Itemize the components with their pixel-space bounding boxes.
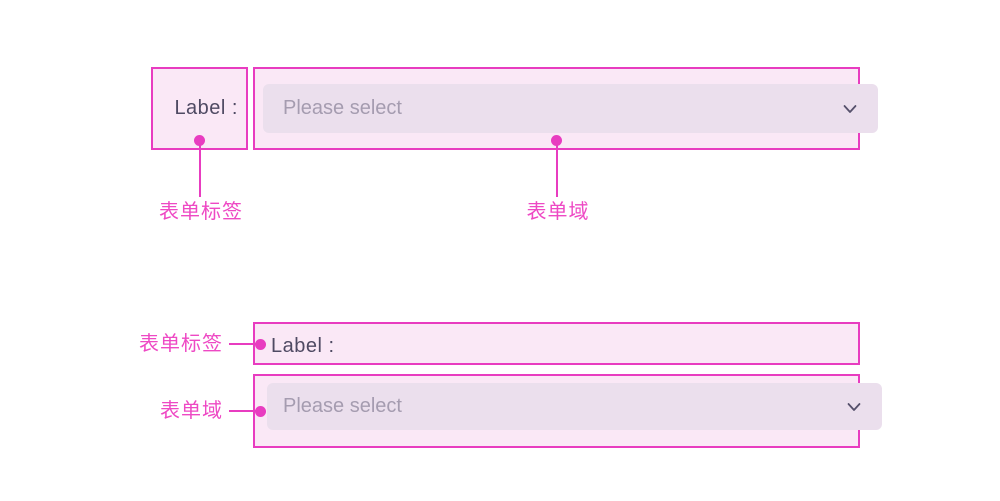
callout-line xyxy=(229,410,256,412)
chevron-down-icon xyxy=(842,101,858,117)
callout-line xyxy=(229,343,256,345)
select-input[interactable]: Please select xyxy=(263,84,878,133)
select-placeholder: Please select xyxy=(283,395,402,417)
form-label: Label : xyxy=(174,97,238,119)
callout-form-label: 表单标签 xyxy=(159,201,243,223)
callout-form-field: 表单域 xyxy=(526,201,590,223)
callout-form-label: 表单标签 xyxy=(139,333,223,355)
callout-form-field: 表单域 xyxy=(160,400,223,422)
callout-line xyxy=(556,140,558,197)
chevron-down-icon xyxy=(846,399,862,415)
callout-dot xyxy=(255,406,266,417)
vertical-label-annotation-box: Label : xyxy=(253,322,860,365)
select-input[interactable]: Please select xyxy=(267,383,882,430)
form-label: Label : xyxy=(271,335,335,357)
select-placeholder: Please select xyxy=(283,97,402,119)
callout-line xyxy=(199,140,201,197)
callout-dot xyxy=(255,339,266,350)
